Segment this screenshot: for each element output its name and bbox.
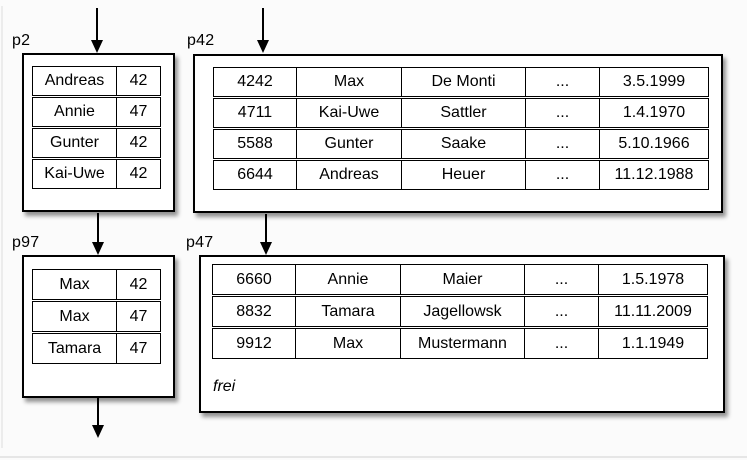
table-cell: Gunter: [296, 130, 401, 158]
table-cell: 1.4.1970: [599, 99, 708, 127]
table-cell: Tamara: [47, 339, 102, 357]
down-arrow-icon: [92, 242, 104, 255]
table-cell: 5588: [237, 135, 273, 152]
table-cell: ...: [525, 161, 599, 189]
table-cell: 6660: [236, 270, 272, 288]
page-label-p2: p2: [12, 32, 31, 49]
table-cell: Annie: [54, 103, 95, 120]
table-cell: 42: [116, 129, 160, 157]
table-cell: Max: [295, 329, 400, 358]
table-cell: Kai-Uwe: [296, 99, 401, 127]
table-cell: 11.12.1988: [599, 161, 708, 189]
arrow-out-of-p97: [91, 398, 105, 438]
arrow-shaft: [97, 398, 99, 425]
table-cell: Annie: [295, 265, 400, 294]
table-cell: Gunter: [50, 134, 99, 151]
table-cell: De Monti: [401, 68, 525, 96]
table-cell: 47: [116, 302, 160, 331]
table-cell: 42: [116, 270, 160, 299]
table-row: Max 47: [32, 301, 161, 332]
table-cell: 8832: [236, 302, 272, 320]
arrow-into-p42: [256, 8, 270, 53]
table-cell: ...: [524, 329, 598, 358]
table-cell: Andreas: [44, 72, 105, 89]
table-cell: ...: [525, 99, 599, 127]
table-cell: 47: [116, 334, 160, 363]
table-cell: Mustermann: [400, 329, 524, 358]
slide-bottom-edge: [0, 456, 747, 458]
table-cell: 1.5.1978: [598, 265, 707, 294]
down-arrow-icon: [91, 40, 103, 53]
table-cell: 47: [116, 98, 160, 126]
table-cell: Heuer: [401, 161, 525, 189]
down-arrow-icon: [257, 40, 269, 53]
index-table-p2: Andreas 42 Annie 47 Gunter 42 Kai-Uwe 42: [32, 66, 161, 189]
table-row: Max 42: [32, 269, 161, 300]
table-cell: 42: [116, 160, 160, 188]
table-cell: Sattler: [401, 99, 525, 127]
table-row: 4242 Max De Monti ... 3.5.1999: [213, 67, 709, 97]
arrow-shaft: [262, 8, 264, 40]
table-row: 4711 Kai-Uwe Sattler ... 1.4.1970: [213, 98, 709, 128]
table-cell: 42: [116, 67, 160, 95]
slide-left-edge: [1, 6, 3, 448]
data-table-p42: 4242 Max De Monti ... 3.5.1999 4711 Kai-…: [213, 67, 709, 190]
table-cell: Max: [296, 68, 401, 96]
table-row: 8832 Tamara Jagellowsk ... 11.11.2009: [212, 296, 708, 327]
table-cell: ...: [525, 130, 599, 158]
arrow-into-p2: [90, 8, 104, 53]
table-row: Annie 47: [32, 97, 161, 127]
table-cell: 9912: [236, 334, 272, 352]
table-cell: Jagellowsk: [400, 297, 524, 326]
arrow-shaft: [265, 214, 267, 242]
data-table-p47: 6660 Annie Maier ... 1.5.1978 8832 Tamar…: [212, 264, 708, 359]
table-cell: Kai-Uwe: [44, 165, 105, 182]
table-cell: Maier: [400, 265, 524, 294]
arrow-shaft: [97, 213, 99, 242]
down-arrow-icon: [92, 425, 104, 438]
table-row: 6644 Andreas Heuer ... 11.12.1988: [213, 160, 709, 190]
table-cell: ...: [525, 68, 599, 96]
table-cell: Max: [59, 275, 90, 293]
table-cell: 4242: [237, 73, 273, 90]
table-cell: 5.10.1966: [599, 130, 708, 158]
table-cell: ...: [524, 265, 598, 294]
table-cell: ...: [524, 297, 598, 326]
page-label-p47: p47: [186, 234, 214, 251]
free-space-label: frei: [213, 378, 236, 395]
table-cell: 11.11.2009: [598, 297, 707, 326]
table-cell: Max: [59, 307, 90, 325]
table-cell: 6644: [237, 166, 273, 183]
table-row: Andreas 42: [32, 66, 161, 96]
index-table-p97: Max 42 Max 47 Tamara 47: [32, 269, 161, 364]
table-cell: Andreas: [296, 161, 401, 189]
table-cell: 4711: [237, 104, 273, 121]
table-row: 9912 Max Mustermann ... 1.1.1949: [212, 328, 708, 359]
table-cell: Tamara: [295, 297, 400, 326]
arrow-p42-to-p47: [259, 214, 273, 255]
table-row: Kai-Uwe 42: [32, 159, 161, 189]
arrow-p2-to-p97: [91, 213, 105, 255]
table-cell: 1.1.1949: [598, 329, 707, 358]
arrow-shaft: [96, 8, 98, 40]
table-row: 5588 Gunter Saake ... 5.10.1966: [213, 129, 709, 159]
table-row: 6660 Annie Maier ... 1.5.1978: [212, 264, 708, 295]
page-label-p42: p42: [187, 32, 215, 49]
table-row: Tamara 47: [32, 333, 161, 364]
table-cell: Saake: [401, 130, 525, 158]
table-cell: 3.5.1999: [599, 68, 708, 96]
page-label-p97: p97: [12, 234, 40, 251]
table-row: Gunter 42: [32, 128, 161, 158]
down-arrow-icon: [260, 242, 272, 255]
